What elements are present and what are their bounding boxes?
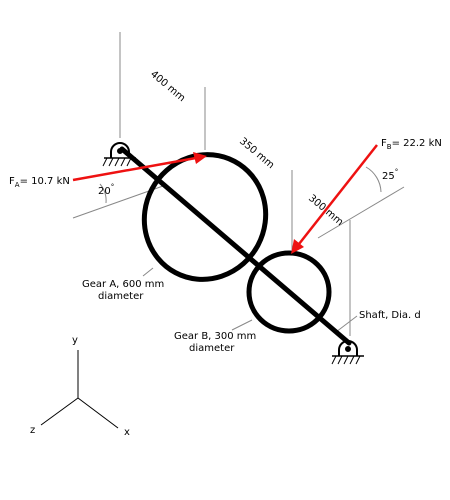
- gear-b: [246, 250, 332, 334]
- fa-angle-arc: [99, 183, 107, 204]
- force-fa-arrow: [72, 152, 207, 182]
- gear-a-label-line2: diameter: [98, 291, 144, 302]
- bearing-b: [331, 340, 364, 365]
- gear-a-label-line1: Gear A, 600 mm: [82, 279, 164, 290]
- fa-angle-label: 20°: [98, 183, 114, 197]
- gear-b-label-line1: Gear B, 300 mm: [174, 331, 256, 342]
- reference-lines: [72, 32, 405, 336]
- ref-line-fb-angle: [317, 186, 405, 239]
- gear-a-leader-line: [142, 267, 154, 277]
- fb-angle-arc: [365, 166, 382, 193]
- gear-a: [141, 152, 269, 282]
- fb-label: FB= 22.2 kN: [381, 138, 442, 151]
- bearing-a: [102, 142, 136, 167]
- axis-x-label: x: [124, 427, 130, 438]
- force-fb-arrow: [291, 144, 378, 254]
- coordinate-axes: [40, 350, 119, 429]
- axis-z-label: z: [30, 425, 35, 436]
- fa-label: FA= 10.7 kN: [9, 176, 70, 189]
- dim-400: 400 mm: [148, 69, 187, 104]
- axis-y-label: y: [72, 335, 78, 346]
- shaft-label: Shaft, Dia. d: [359, 310, 421, 321]
- shaft: [119, 146, 352, 346]
- gear-b-leader-line: [231, 319, 253, 331]
- gear-b-label-line2: diameter: [189, 343, 235, 354]
- dim-300: 300 mm: [306, 193, 345, 228]
- fb-angle-label: 25°: [382, 168, 398, 182]
- shaft-leader-line: [335, 315, 358, 333]
